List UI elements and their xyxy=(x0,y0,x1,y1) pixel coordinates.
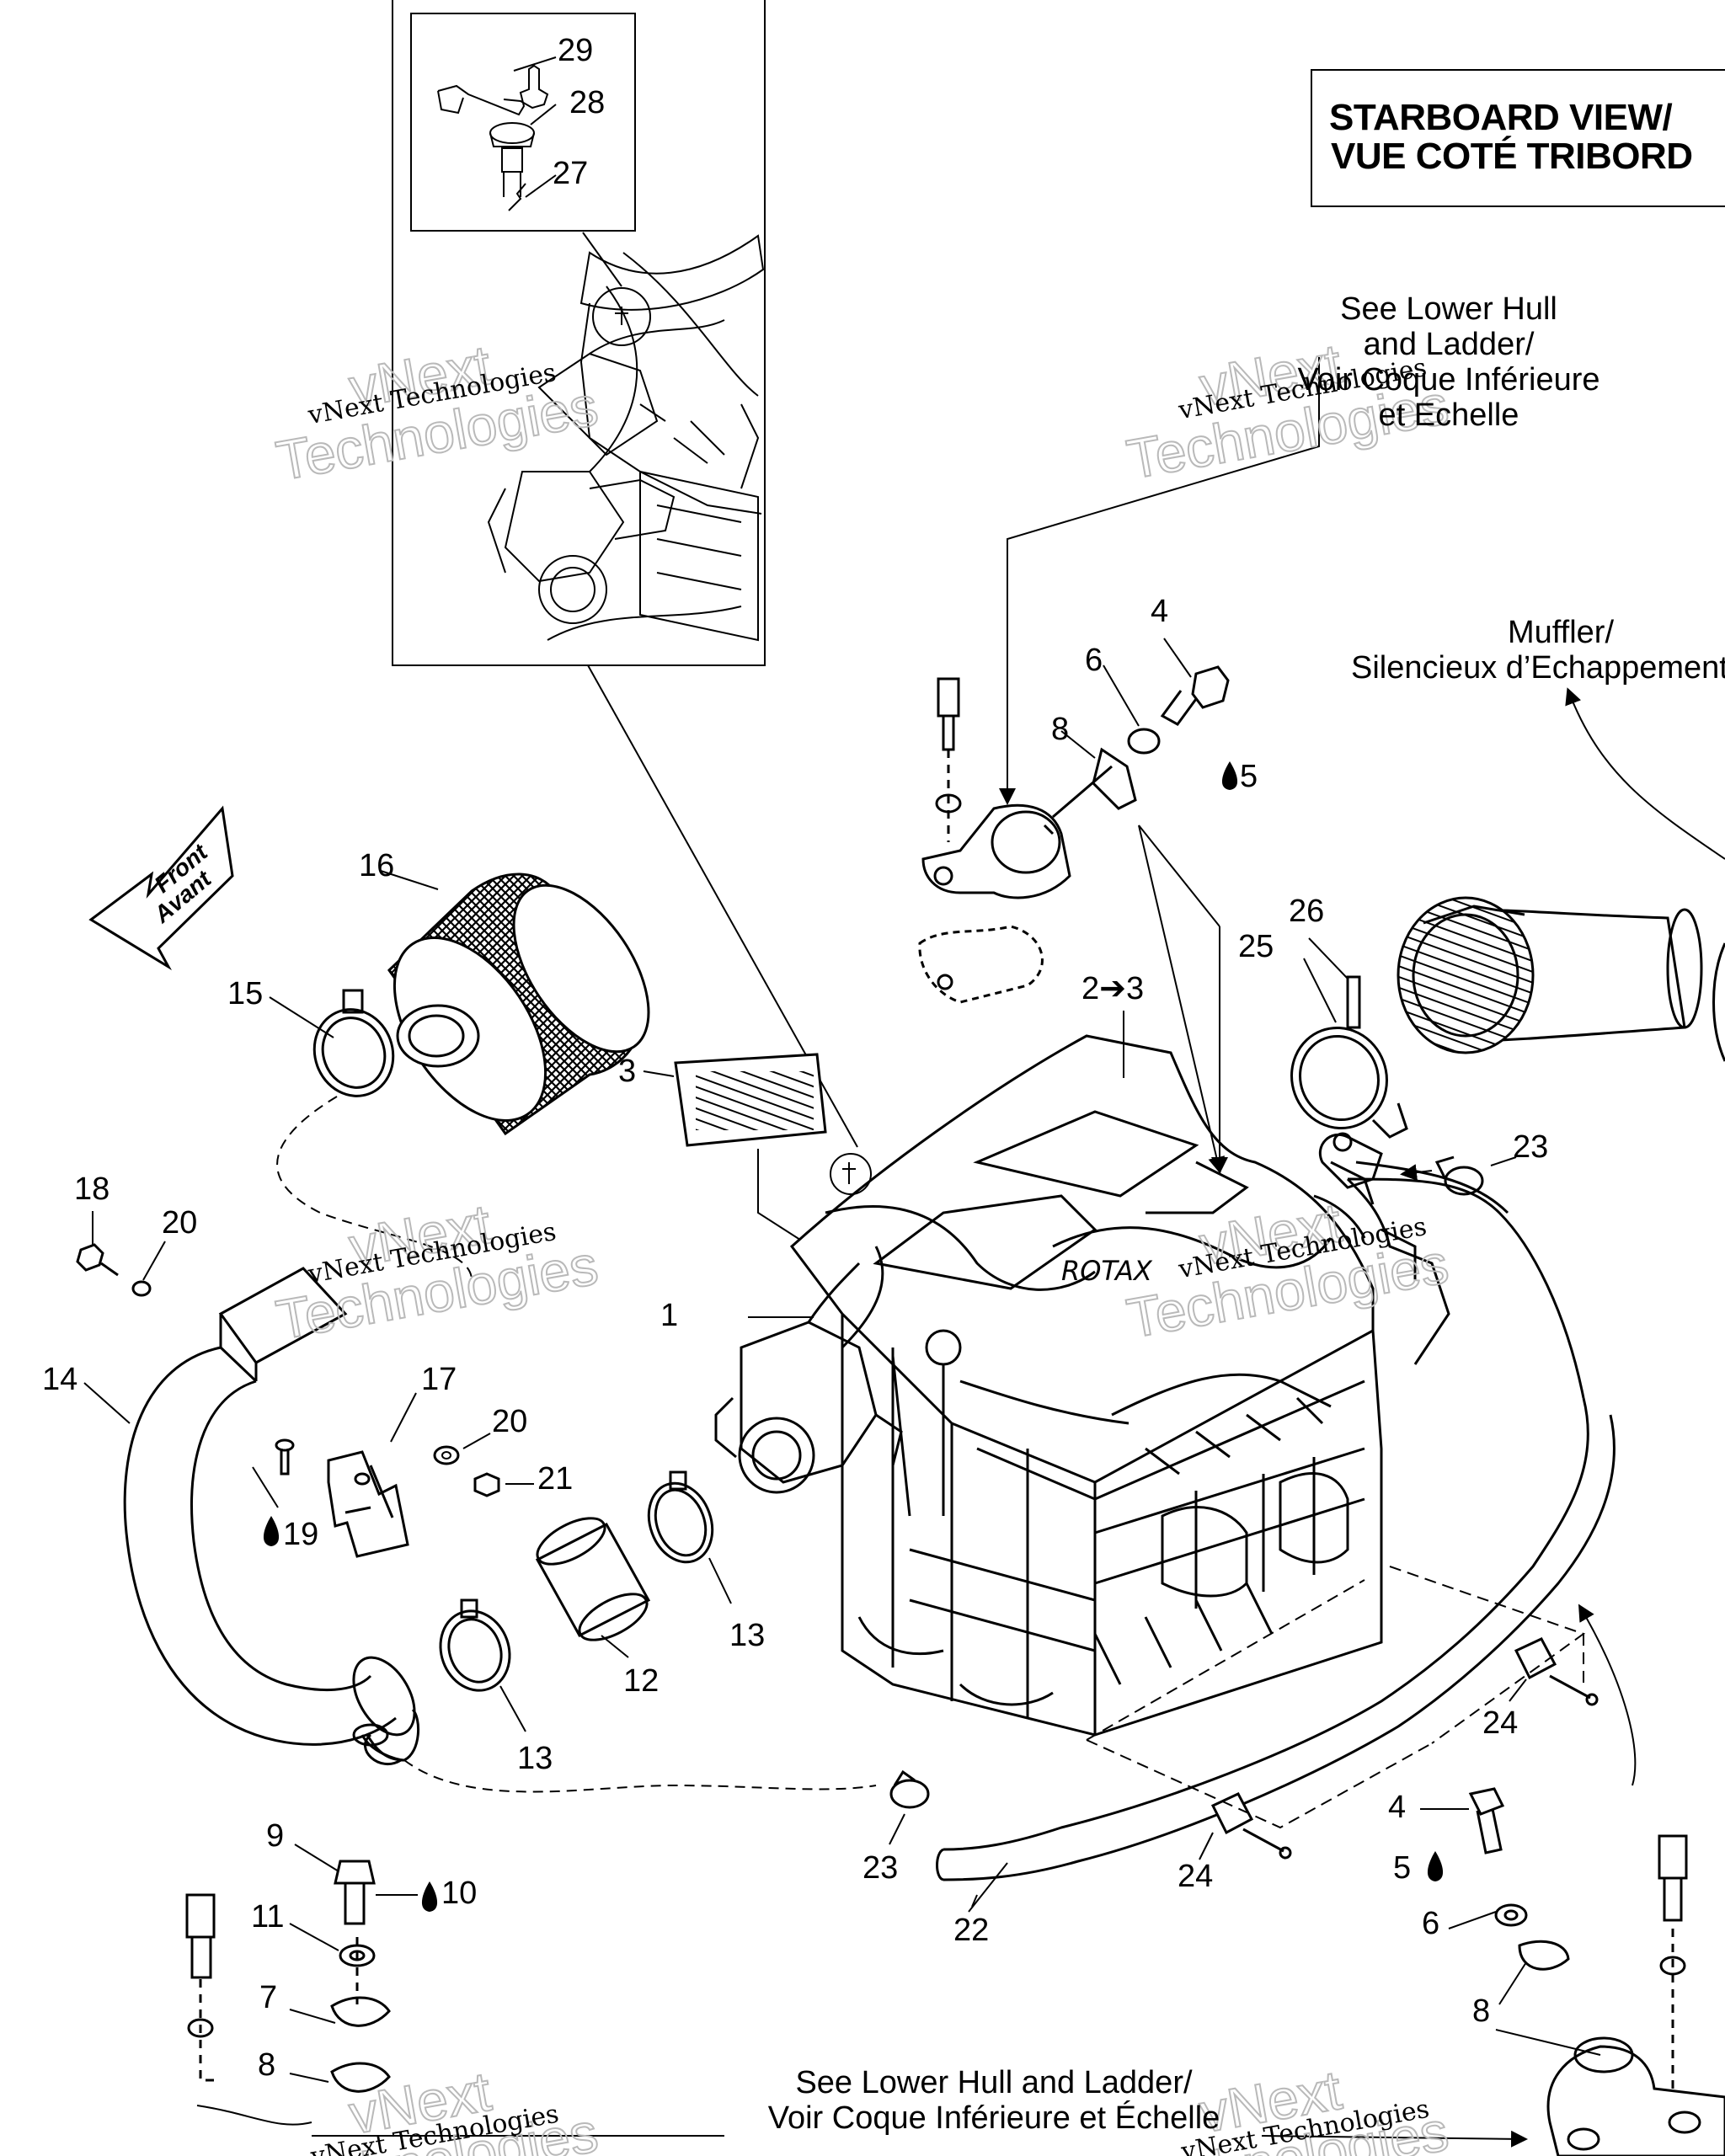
callout-8-lower-right: 8 xyxy=(1472,1993,1490,2029)
svg-text:ROTAX: ROTAX xyxy=(1061,1255,1153,1287)
callout-4-lower: 4 xyxy=(1388,1790,1406,1825)
callout-10: 10 xyxy=(441,1876,477,1911)
callout-27: 27 xyxy=(553,156,588,191)
engine-mount-upper xyxy=(918,803,1071,1004)
clamp-23-lower xyxy=(889,1769,930,1809)
callout-14: 14 xyxy=(42,1362,77,1397)
view-title-line2: VUE COTÉ TRIBORD xyxy=(1331,136,1693,177)
callout-26: 26 xyxy=(1289,894,1324,929)
callout-24-right: 24 xyxy=(1482,1705,1518,1741)
note-lower-hull-top: See Lower Hull and Ladder/ Voir Coque In… xyxy=(1297,291,1599,433)
callout-3: 3 xyxy=(618,1054,636,1089)
callout-4-upper: 4 xyxy=(1151,594,1168,629)
callout-5-upper: 5 xyxy=(1240,759,1258,794)
view-title-box: STARBOARD VIEW/ VUE COTÉ TRIBORD xyxy=(1311,69,1725,207)
callout-13-upper: 13 xyxy=(729,1618,765,1653)
air-filter xyxy=(387,873,650,1136)
mount-screw-upper xyxy=(935,677,962,842)
bolt-4-lower xyxy=(1468,1787,1570,1971)
callout-8-upper: 8 xyxy=(1051,712,1069,747)
note-muffler-line1: Muffler/ xyxy=(1508,615,1615,650)
callout-5-lower: 5 xyxy=(1393,1850,1411,1886)
note-muffler-line2: Silencieux d’Echappement xyxy=(1351,650,1725,686)
intake-tube xyxy=(123,1267,420,1762)
note-lower-hull-top-line3: Voir Coque Inférieure xyxy=(1297,362,1600,398)
callout-22: 22 xyxy=(953,1913,989,1948)
callout-17: 17 xyxy=(421,1362,457,1397)
clamp-15 xyxy=(312,989,395,1097)
sleeve-12 xyxy=(535,1517,651,1641)
callout-18: 18 xyxy=(74,1171,109,1207)
callout-12: 12 xyxy=(623,1663,659,1699)
callout-19: 19 xyxy=(283,1517,318,1552)
callout-28: 28 xyxy=(569,85,605,120)
callout-23-upper: 23 xyxy=(1513,1129,1548,1165)
note-lower-hull-top-line2: and Ladder/ xyxy=(1363,327,1535,362)
screw-19 xyxy=(275,1438,295,1476)
note-muffler: Muffler/ Silencieux d’Echappement xyxy=(1351,615,1725,686)
front-arrow: Front Avant xyxy=(88,805,234,971)
callout-11: 11 xyxy=(251,1899,284,1935)
callout-20-right: 20 xyxy=(492,1404,527,1439)
screw-18 xyxy=(76,1243,152,1297)
engine-assembly: ROTAX xyxy=(714,1034,1450,1737)
callout-8-lower-left: 8 xyxy=(258,2047,275,2083)
view-title-line1: STARBOARD VIEW/ xyxy=(1329,97,1673,138)
exhaust-pipe xyxy=(1397,896,1725,1062)
engine-mount-lower xyxy=(1546,2036,1725,2156)
warning-decal xyxy=(674,1053,827,1147)
clamp-13-lower xyxy=(439,1598,511,1692)
callout-2-3: 2➔3 xyxy=(1081,971,1144,1006)
clamp-23-upper xyxy=(1434,1155,1484,1196)
callout-6-lower: 6 xyxy=(1422,1906,1439,1941)
clamp-13-upper xyxy=(647,1470,714,1564)
clip-24-right xyxy=(1514,1637,1599,1706)
note-lower-hull-top-line1: See Lower Hull xyxy=(1340,291,1557,327)
mount-screw-lower-right xyxy=(1658,1834,1688,2089)
callout-23-lower: 23 xyxy=(862,1850,898,1886)
note-lower-hull-bottom: See Lower Hull and Ladder/ Voir Coque In… xyxy=(768,2065,1220,2136)
callout-1: 1 xyxy=(660,1298,678,1333)
callout-20-left: 20 xyxy=(162,1205,197,1241)
note-lower-hull-bottom-line1: See Lower Hull and Ladder/ xyxy=(795,2065,1193,2100)
callout-7: 7 xyxy=(259,1980,277,2015)
mount-screw-lower-left xyxy=(185,1893,216,2082)
inset-detail xyxy=(392,0,766,666)
callout-25: 25 xyxy=(1238,929,1274,964)
callout-24-lower: 24 xyxy=(1178,1859,1213,1894)
note-lower-hull-bottom-line2: Voir Coque Inférieure et Échelle xyxy=(767,2100,1220,2136)
callout-13-lower: 13 xyxy=(517,1741,553,1776)
exhaust-clamp xyxy=(1290,975,1408,1139)
callout-16: 16 xyxy=(359,848,394,883)
callout-21: 21 xyxy=(537,1461,573,1497)
callout-6-upper: 6 xyxy=(1085,643,1103,678)
bolt-4-upper xyxy=(1052,665,1230,819)
callout-15: 15 xyxy=(227,976,263,1011)
callout-29: 29 xyxy=(558,33,593,68)
callout-9: 9 xyxy=(266,1818,284,1854)
clip-24-lower xyxy=(1210,1792,1292,1860)
bolt-9 xyxy=(330,1860,391,2093)
note-lower-hull-top-line4: et Echelle xyxy=(1378,398,1519,433)
bracket-17 xyxy=(327,1450,409,1558)
